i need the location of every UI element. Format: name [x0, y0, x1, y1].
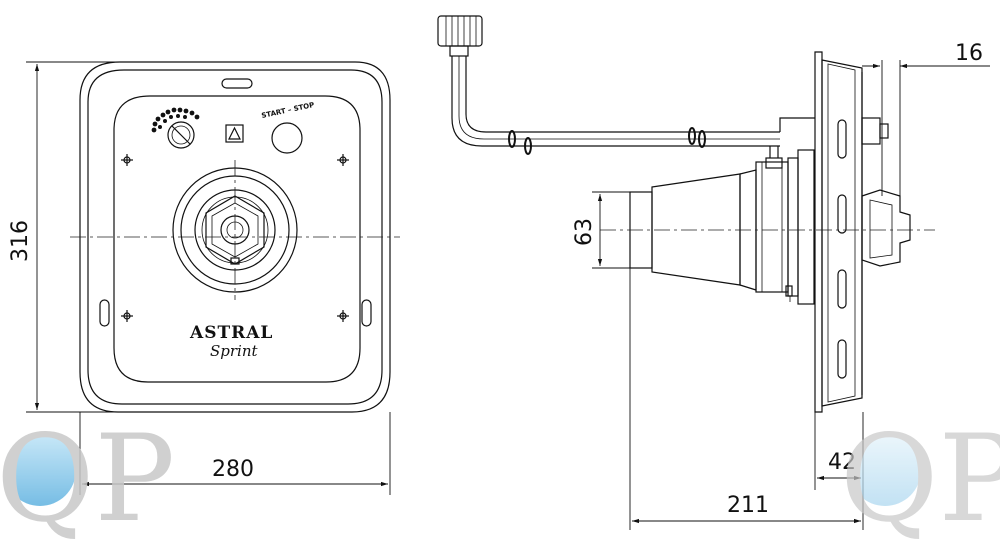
air-tube [437, 15, 815, 169]
start-stop-button [271, 122, 303, 154]
width-dimension: 280 [212, 457, 254, 482]
start-stop-label: START – STOP [261, 101, 315, 120]
brand-logo: ASTRAL [189, 323, 273, 343]
svg-text:QP: QP [0, 410, 175, 539]
depth-dimension: 211 [727, 493, 769, 518]
flange-offset-dimension: 16 [955, 41, 983, 66]
watermark-right: QP [840, 410, 1000, 539]
svg-text:QP: QP [840, 410, 1000, 539]
watermark-left: QP [0, 410, 175, 539]
height-dimension: 316 [8, 220, 33, 262]
faceplate-outer [79, 61, 391, 413]
wall-flange [814, 51, 911, 413]
side-view: 63 211 42 16 [437, 15, 990, 530]
model-logo: Sprint [210, 342, 259, 360]
left-slot [99, 299, 110, 327]
diameter-dimension: 63 [572, 218, 597, 246]
faceplate-inner-panel [113, 95, 361, 383]
warning-icon [225, 124, 244, 143]
faceplate-rim [87, 69, 383, 405]
front-view: START – STOP ASTRAL Sprint [8, 61, 400, 495]
screw-holes [121, 154, 349, 322]
speed-dial [151, 107, 200, 149]
top-slot [221, 78, 253, 89]
nozzle-body [629, 149, 815, 305]
right-slot [361, 299, 372, 327]
